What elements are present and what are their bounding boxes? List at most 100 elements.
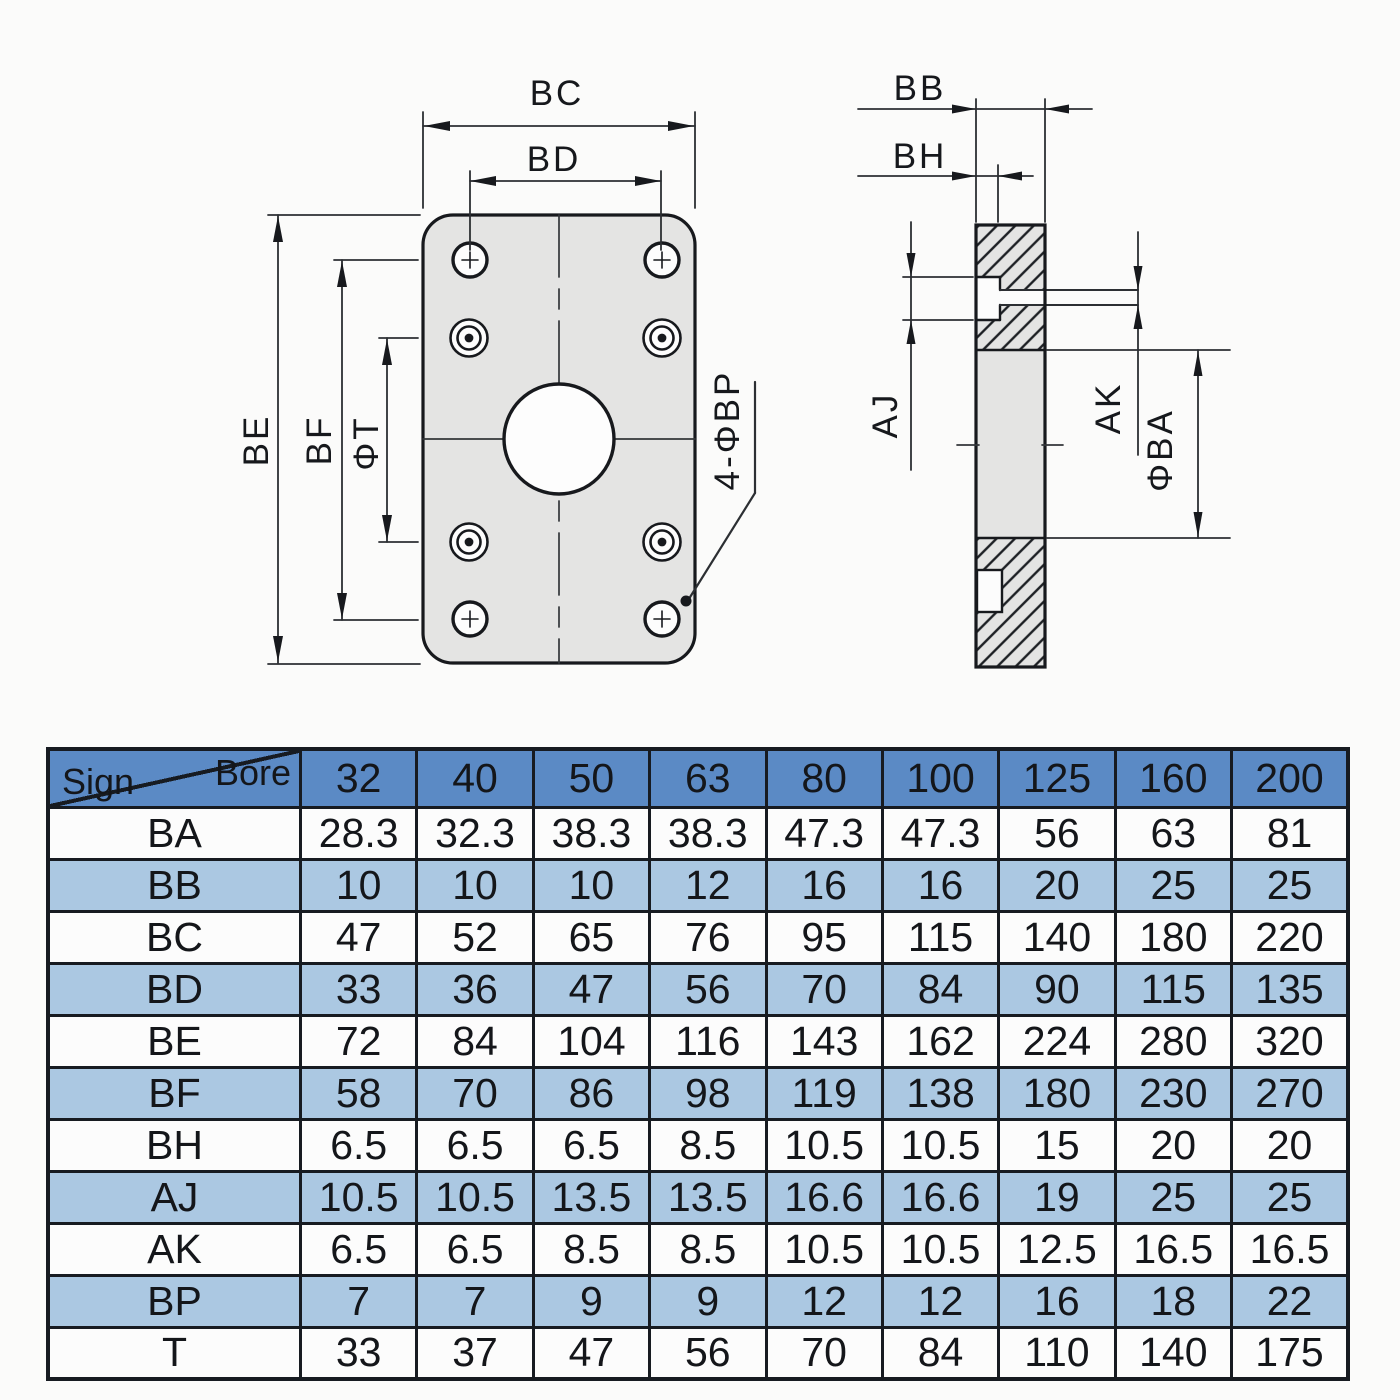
value-cell: 12 bbox=[764, 1273, 884, 1329]
value-cell: 140 bbox=[1113, 1325, 1234, 1381]
dim-label-ak: AK bbox=[1089, 382, 1128, 435]
value-cell: 180 bbox=[1113, 909, 1234, 965]
value-cell: 135 bbox=[1230, 961, 1350, 1017]
value-cell: 16 bbox=[764, 857, 884, 913]
value-cell: 10 bbox=[298, 857, 419, 913]
value-cell: 10.5 bbox=[298, 1169, 419, 1225]
dim-label-bh: BH bbox=[893, 137, 948, 176]
value-cell: 8.5 bbox=[531, 1221, 652, 1277]
value-cell: 90 bbox=[997, 961, 1117, 1017]
value-cell: 270 bbox=[1230, 1065, 1350, 1121]
value-cell: 10.5 bbox=[764, 1221, 884, 1277]
value-cell: 38.3 bbox=[531, 805, 652, 861]
dim-label-aj: AJ bbox=[866, 392, 905, 439]
value-cell: 7 bbox=[298, 1273, 419, 1329]
sign-cell: AJ bbox=[46, 1169, 302, 1225]
technical-drawing: BC BD BE BF ΦT 4-ΦBP bbox=[237, 69, 1231, 669]
dim-label-phi-t: ΦT bbox=[347, 415, 386, 470]
value-cell: 33 bbox=[298, 961, 419, 1017]
dim-label-bb: BB bbox=[894, 69, 947, 108]
value-cell: 115 bbox=[1113, 961, 1234, 1017]
value-cell: 70 bbox=[764, 961, 884, 1017]
value-cell: 28.3 bbox=[298, 805, 419, 861]
value-cell: 84 bbox=[880, 961, 1001, 1017]
front-dimension-lines bbox=[267, 111, 757, 665]
value-cell: 13.5 bbox=[648, 1169, 768, 1225]
value-cell: 7 bbox=[415, 1273, 535, 1329]
sign-bore-corner-cell: Bore Sign bbox=[46, 747, 302, 809]
value-cell: 12.5 bbox=[997, 1221, 1117, 1277]
value-cell: 162 bbox=[880, 1013, 1001, 1069]
sign-cell: BH bbox=[46, 1117, 302, 1173]
value-cell: 16.5 bbox=[1113, 1221, 1234, 1277]
value-cell: 56 bbox=[997, 805, 1117, 861]
value-cell: 76 bbox=[648, 909, 768, 965]
value-cell: 56 bbox=[648, 1325, 768, 1381]
bore-header-cell: 63 bbox=[648, 747, 768, 809]
value-cell: 47 bbox=[298, 909, 419, 965]
value-cell: 36 bbox=[415, 961, 535, 1017]
dim-label-4-phi-bp: 4-ΦBP bbox=[708, 370, 747, 491]
value-cell: 10.5 bbox=[880, 1221, 1001, 1277]
value-cell: 6.5 bbox=[298, 1117, 419, 1173]
value-cell: 10.5 bbox=[415, 1169, 535, 1225]
value-cell: 10.5 bbox=[764, 1117, 884, 1173]
value-cell: 320 bbox=[1230, 1013, 1350, 1069]
center-bore-circle bbox=[502, 382, 616, 496]
value-cell: 84 bbox=[415, 1013, 535, 1069]
front-view: BC BD BE BF ΦT 4-ΦBP bbox=[237, 74, 757, 665]
value-cell: 13.5 bbox=[531, 1169, 652, 1225]
value-cell: 95 bbox=[764, 909, 884, 965]
dim-label-bc: BC bbox=[530, 74, 585, 113]
value-cell: 98 bbox=[648, 1065, 768, 1121]
counterbore-holes bbox=[449, 318, 682, 562]
value-cell: 37 bbox=[415, 1325, 535, 1381]
value-cell: 25 bbox=[1113, 857, 1234, 913]
dim-label-bd: BD bbox=[527, 140, 582, 179]
value-cell: 8.5 bbox=[648, 1117, 768, 1173]
side-arrowheads bbox=[906, 104, 1203, 537]
value-cell: 224 bbox=[997, 1013, 1117, 1069]
value-cell: 8.5 bbox=[648, 1221, 768, 1277]
side-view: BB BH AJ AK ΦBA bbox=[857, 69, 1231, 669]
value-cell: 6.5 bbox=[531, 1117, 652, 1173]
value-cell: 104 bbox=[531, 1013, 652, 1069]
sign-cell: BF bbox=[46, 1065, 302, 1121]
value-cell: 119 bbox=[764, 1065, 884, 1121]
value-cell: 32.3 bbox=[415, 805, 535, 861]
value-cell: 20 bbox=[1230, 1117, 1350, 1173]
dim-label-phi-ba: ΦBA bbox=[1141, 408, 1180, 492]
bore-header-cell: 100 bbox=[880, 747, 1001, 809]
value-cell: 180 bbox=[997, 1065, 1117, 1121]
value-cell: 220 bbox=[1230, 909, 1350, 965]
bottom-notch bbox=[975, 568, 1004, 614]
bore-header-cell: 125 bbox=[997, 747, 1117, 809]
value-cell: 70 bbox=[415, 1065, 535, 1121]
value-cell: 20 bbox=[997, 857, 1117, 913]
value-cell: 230 bbox=[1113, 1065, 1234, 1121]
value-cell: 72 bbox=[298, 1013, 419, 1069]
bore-header-cell: 200 bbox=[1230, 747, 1350, 809]
value-cell: 38.3 bbox=[648, 805, 768, 861]
value-cell: 47.3 bbox=[880, 805, 1001, 861]
bore-header-cell: 50 bbox=[531, 747, 652, 809]
value-cell: 175 bbox=[1230, 1325, 1350, 1381]
value-cell: 9 bbox=[648, 1273, 768, 1329]
value-cell: 10.5 bbox=[880, 1117, 1001, 1173]
front-arrowheads bbox=[273, 121, 694, 662]
sign-cell: AK bbox=[46, 1221, 302, 1277]
value-cell: 47 bbox=[531, 1325, 652, 1381]
value-cell: 19 bbox=[997, 1169, 1117, 1225]
value-cell: 33 bbox=[298, 1325, 419, 1381]
value-cell: 81 bbox=[1230, 805, 1350, 861]
